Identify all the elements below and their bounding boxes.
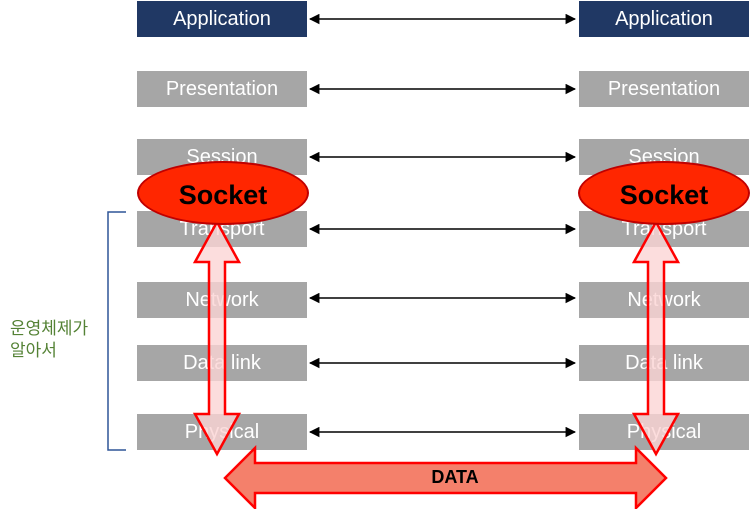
os-brace	[107, 211, 126, 451]
right-socket: Socket	[578, 161, 750, 225]
layer-label: Presentation	[607, 78, 721, 100]
right-application-layer: Application	[579, 1, 749, 37]
left-socket: Socket	[137, 161, 309, 225]
left-presentation-layer: Presentation	[137, 71, 307, 107]
os-label-line2: 알아서	[10, 341, 57, 361]
os-label: 운영체제가 알아서	[10, 318, 88, 362]
data-label: DATA	[431, 467, 479, 487]
data-arrow	[223, 444, 668, 509]
layer-label: Presentation	[165, 78, 279, 100]
left-application-layer: Application	[137, 1, 307, 37]
right-presentation-layer: Presentation	[579, 71, 749, 107]
left-vertical-arrow	[192, 219, 242, 457]
os-label-line1: 운영체제가	[10, 319, 89, 339]
layer-label: Application	[173, 8, 271, 30]
layer-label: Application	[615, 8, 713, 30]
right-vertical-arrow	[631, 219, 681, 457]
